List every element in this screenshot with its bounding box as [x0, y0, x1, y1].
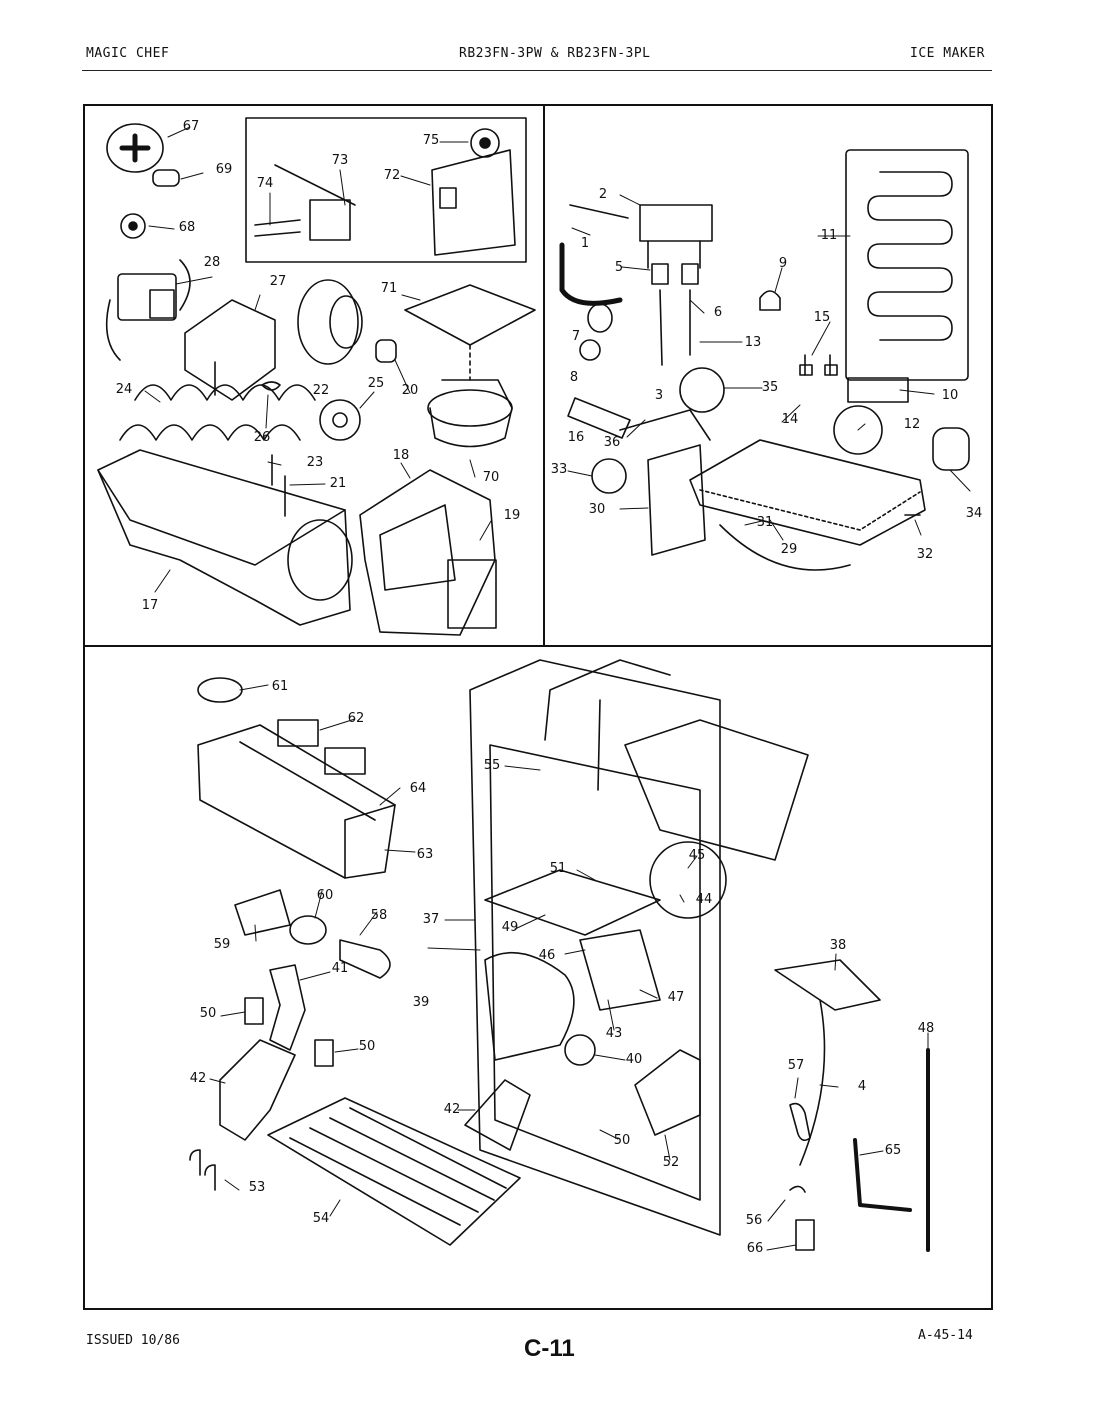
callout-54: 54 — [312, 1211, 330, 1226]
callout-8: 8 — [569, 370, 579, 385]
document-number: A-45-14 — [918, 1328, 973, 1343]
callout-3: 3 — [654, 388, 664, 403]
callout-25: 25 — [367, 376, 385, 391]
callout-50a: 50 — [199, 1006, 217, 1021]
callout-70: 70 — [482, 470, 500, 485]
callout-74: 74 — [256, 176, 274, 191]
callout-47: 47 — [667, 990, 685, 1005]
callout-37: 37 — [422, 912, 440, 927]
callout-44: 44 — [695, 892, 713, 907]
callout-55: 55 — [483, 758, 501, 773]
callout-19: 19 — [503, 508, 521, 523]
callout-33: 33 — [550, 462, 568, 477]
issued-date: ISSUED 10/86 — [86, 1333, 180, 1348]
callout-63: 63 — [416, 847, 434, 862]
callout-18: 18 — [392, 448, 410, 463]
callout-75: 75 — [422, 133, 440, 148]
callout-73: 73 — [331, 153, 349, 168]
callout-4: 4 — [857, 1079, 867, 1094]
callout-26: 26 — [253, 430, 271, 445]
callout-52: 52 — [662, 1155, 680, 1170]
callout-50b: 50 — [358, 1039, 376, 1054]
callout-11: 11 — [820, 228, 838, 243]
callout-6: 6 — [713, 305, 723, 320]
callout-46: 46 — [538, 948, 556, 963]
callout-16: 16 — [567, 430, 585, 445]
page-number: C-11 — [524, 1335, 575, 1362]
callout-53: 53 — [248, 1180, 266, 1195]
callout-34: 34 — [965, 506, 983, 521]
callout-7: 7 — [571, 329, 581, 344]
callout-64: 64 — [409, 781, 427, 796]
callout-58: 58 — [370, 908, 388, 923]
callout-10: 10 — [941, 388, 959, 403]
callout-15: 15 — [813, 310, 831, 325]
ice-maker-assembly-drawing — [559, 149, 970, 571]
callout-24: 24 — [115, 382, 133, 397]
callout-71: 71 — [380, 281, 398, 296]
callout-12: 12 — [903, 417, 921, 432]
diagram-frame — [83, 104, 993, 1310]
callout-66: 66 — [746, 1241, 764, 1256]
callout-59: 59 — [213, 937, 231, 952]
callout-68: 68 — [178, 220, 196, 235]
callout-30: 30 — [588, 502, 606, 517]
callout-29: 29 — [780, 542, 798, 557]
callout-67: 67 — [182, 119, 200, 134]
panel-divider-vertical — [543, 106, 545, 646]
callout-51: 51 — [549, 861, 567, 876]
dispenser-assembly-drawing — [189, 659, 930, 1252]
leader-lines — [144, 126, 971, 1251]
brand-label: MAGIC CHEF — [86, 46, 170, 61]
callout-35: 35 — [761, 380, 779, 395]
callout-5: 5 — [614, 260, 624, 275]
callout-31: 31 — [756, 515, 774, 530]
callout-62: 62 — [347, 711, 365, 726]
callout-13: 13 — [744, 335, 762, 350]
callout-32: 32 — [916, 547, 934, 562]
callout-1: 1 — [580, 236, 590, 251]
model-numbers: RB23FN-3PW & RB23FN-3PL — [459, 46, 651, 61]
section-title: ICE MAKER — [910, 46, 985, 61]
callout-14: 14 — [781, 412, 799, 427]
callout-21: 21 — [329, 476, 347, 491]
callout-43: 43 — [605, 1026, 623, 1041]
callout-61: 61 — [271, 679, 289, 694]
callout-49: 49 — [501, 920, 519, 935]
callout-41: 41 — [331, 961, 349, 976]
callout-57: 57 — [787, 1058, 805, 1073]
panel-divider-horizontal — [85, 645, 991, 647]
callout-39: 39 — [412, 995, 430, 1010]
callout-28: 28 — [203, 255, 221, 270]
callout-72: 72 — [383, 168, 401, 183]
callout-9: 9 — [778, 256, 788, 271]
callout-56: 56 — [745, 1213, 763, 1228]
callout-36: 36 — [603, 435, 621, 450]
callout-60: 60 — [316, 888, 334, 903]
callout-22: 22 — [312, 383, 330, 398]
callout-17: 17 — [141, 598, 159, 613]
callout-38: 38 — [829, 938, 847, 953]
callout-2: 2 — [598, 187, 608, 202]
callout-69: 69 — [215, 162, 233, 177]
callout-42a: 42 — [189, 1071, 207, 1086]
callout-65: 65 — [884, 1143, 902, 1158]
callout-23: 23 — [306, 455, 324, 470]
control-mechanism-drawing — [97, 117, 536, 636]
callout-40: 40 — [625, 1052, 643, 1067]
callout-20: 20 — [401, 383, 419, 398]
header-rule — [82, 70, 992, 71]
callout-48: 48 — [917, 1021, 935, 1036]
callout-42b: 42 — [443, 1102, 461, 1117]
callout-45: 45 — [688, 848, 706, 863]
callout-27: 27 — [269, 274, 287, 289]
callout-50c: 50 — [613, 1133, 631, 1148]
